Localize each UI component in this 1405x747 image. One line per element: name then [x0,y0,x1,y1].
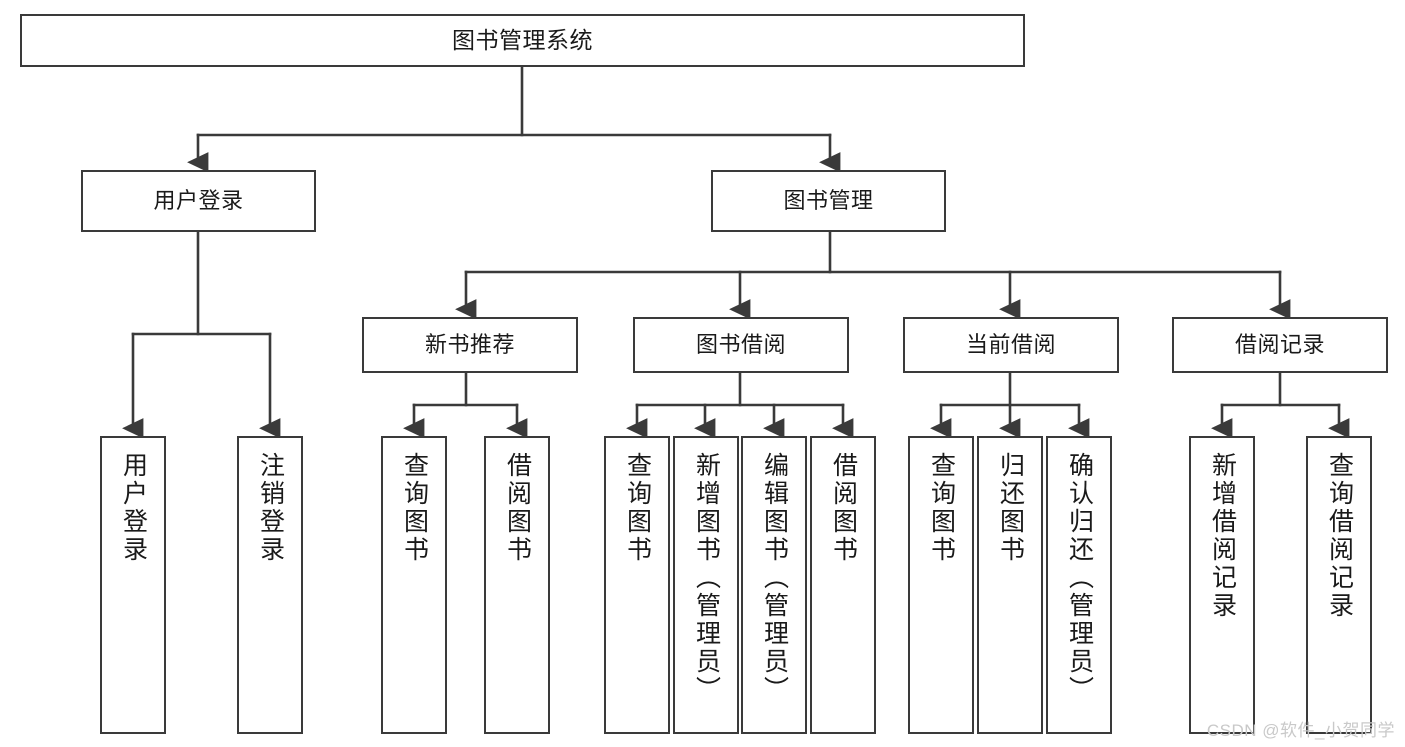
node-label: 查询图书 [927,452,956,564]
node-label: 图书借阅 [695,332,786,358]
leaf-book-borrow-edit[interactable]: 编辑图书（管理员） [741,436,807,734]
leaf-borrow-record-query[interactable]: 查询借阅记录 [1306,436,1372,734]
node-label: 图书管理系统 [452,27,593,54]
leaf-user-login-login[interactable]: 用户登录 [100,436,166,734]
leaf-book-borrow-borrow[interactable]: 借阅图书 [810,436,876,734]
leaf-book-borrow-query[interactable]: 查询图书 [604,436,670,734]
node-borrow-record[interactable]: 借阅记录 [1172,317,1388,373]
node-label: 确认归还（管理员） [1065,452,1094,704]
node-label: 用户登录 [153,188,244,214]
node-current-borrow[interactable]: 当前借阅 [903,317,1119,373]
node-label: 新增借阅记录 [1208,452,1237,620]
node-label: 查询图书 [623,452,652,564]
node-root-book-management-system[interactable]: 图书管理系统 [20,14,1025,67]
leaf-current-borrow-confirm-return[interactable]: 确认归还（管理员） [1046,436,1112,734]
leaf-current-borrow-return[interactable]: 归还图书 [977,436,1043,734]
node-new-book-recommend[interactable]: 新书推荐 [362,317,578,373]
node-label: 编辑图书（管理员） [760,452,789,704]
node-label: 借阅记录 [1234,332,1325,358]
node-book-borrow[interactable]: 图书借阅 [633,317,849,373]
node-label: 新增图书（管理员） [692,452,721,704]
leaf-new-book-borrow[interactable]: 借阅图书 [484,436,550,734]
node-label: 新书推荐 [424,332,515,358]
leaf-new-book-query[interactable]: 查询图书 [381,436,447,734]
node-book-management[interactable]: 图书管理 [711,170,946,232]
node-label: 借阅图书 [829,452,858,564]
node-label: 图书管理 [783,188,874,214]
leaf-borrow-record-add[interactable]: 新增借阅记录 [1189,436,1255,734]
leaf-user-login-logout[interactable]: 注销登录 [237,436,303,734]
node-label: 用户登录 [119,452,148,564]
node-label: 借阅图书 [503,452,532,564]
node-label: 注销登录 [256,452,285,564]
node-label: 查询图书 [400,452,429,564]
node-label: 查询借阅记录 [1325,452,1354,620]
node-user-login[interactable]: 用户登录 [81,170,316,232]
watermark: CSDN @软件_小贺同学 [1206,721,1395,740]
leaf-book-borrow-add[interactable]: 新增图书（管理员） [673,436,739,734]
leaf-current-borrow-query[interactable]: 查询图书 [908,436,974,734]
node-label: 归还图书 [996,452,1025,564]
node-label: 当前借阅 [965,332,1056,358]
